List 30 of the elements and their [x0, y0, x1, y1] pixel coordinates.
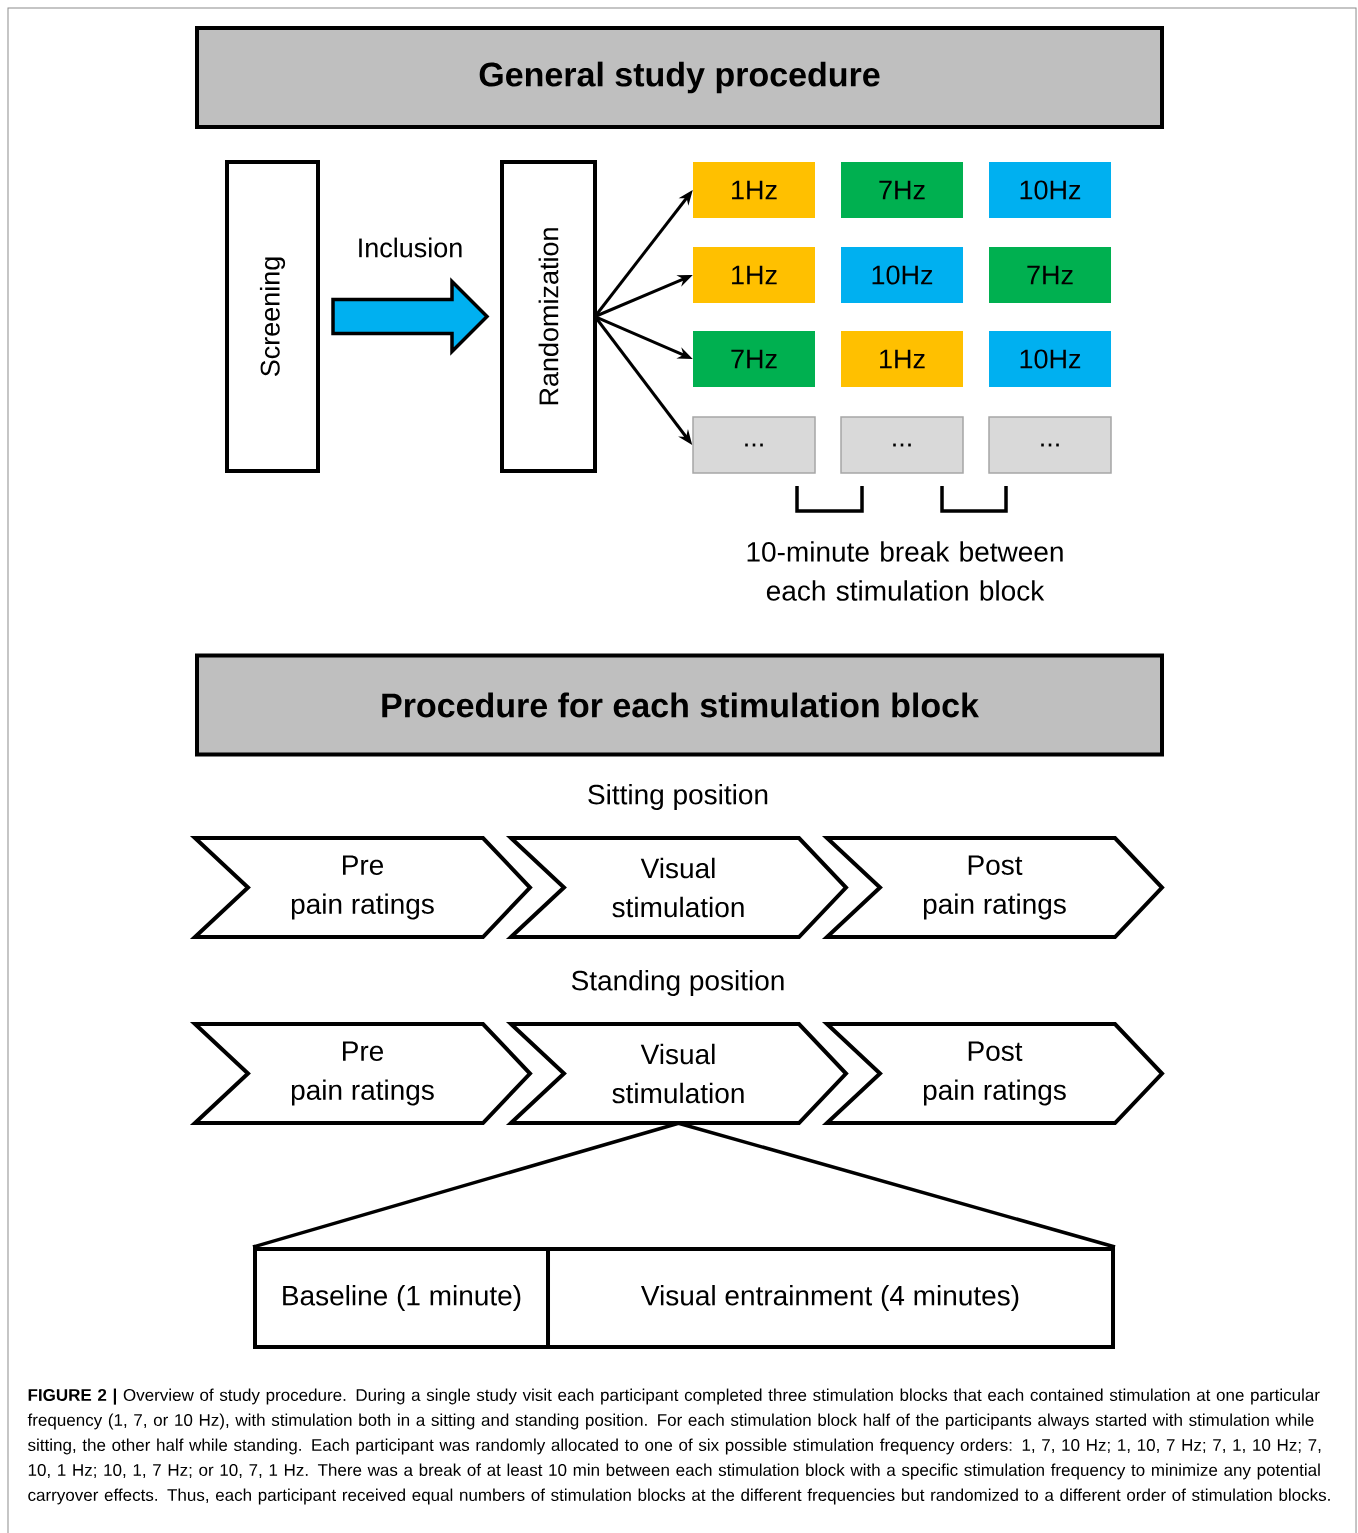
- section-header: General study procedure: [195, 26, 1164, 129]
- frequency-block: 1Hz: [693, 162, 815, 218]
- frequency-block: 7Hz: [989, 247, 1111, 303]
- phase-box: Baseline (1 minute): [253, 1247, 550, 1349]
- frequency-block: ...: [692, 416, 816, 474]
- frequency-block: 10Hz: [841, 247, 963, 303]
- annotation: Standing position: [571, 969, 784, 997]
- frequency-block: 10Hz: [989, 162, 1111, 218]
- figure-caption: FIGURE 2 | Overview of study procedure. During a single study visit each participant completed three stimulation blocks that each contained stimulation at one particular frequency (1, 7, or 10 Hz), with stimulation both in a sitting and standing position. For each stimulation block half of the participants always started with stimulation while sitting, the other half while standing. Each participant was randomly allocated to one of six possible stimulation frequency orders: 1, 7, 10 Hz; 1, 10, 7 Hz; 7, 1, 10 Hz; 7, 10, 1 Hz; 10, 1, 7 Hz; or 10, 7, 1 Hz. There was a break of at least 10 min between each stimulation block with a specific stimulation frequency to minimize any potential carryover effects. Thus, each participant received equal numbers of stimulation blocks at the different frequencies but randomized to a different order of stimulation blocks.: [27, 1388, 1330, 1505]
- chevron-step: Pre pain ratings: [189, 836, 533, 939]
- frequency-block: ...: [840, 416, 964, 474]
- block-arrow: [331, 277, 490, 356]
- phase-box: Visual entrainment (4 minutes): [546, 1247, 1115, 1349]
- frequency-block: 10Hz: [989, 331, 1111, 387]
- annotation: 10-minute break between each stimulation block: [747, 541, 1063, 601]
- section-header: Procedure for each stimulation block: [195, 653, 1164, 757]
- process-box: Randomization: [500, 160, 597, 473]
- process-box: Screening: [225, 160, 320, 473]
- chevron-step: Visual stimulation: [505, 836, 849, 939]
- frequency-block: 7Hz: [693, 331, 815, 387]
- chevron-step: Visual stimulation: [505, 1022, 849, 1125]
- annotation: Sitting position: [588, 783, 768, 811]
- frequency-block: 1Hz: [841, 331, 963, 387]
- chevron-step: Post pain ratings: [821, 1022, 1165, 1125]
- frequency-block: 7Hz: [841, 162, 963, 218]
- chevron-step: Pre pain ratings: [189, 1022, 533, 1125]
- edge-label: Inclusion: [359, 237, 462, 258]
- frequency-block: ...: [988, 416, 1112, 474]
- frequency-block: 1Hz: [693, 247, 815, 303]
- chevron-step: Post pain ratings: [821, 836, 1165, 939]
